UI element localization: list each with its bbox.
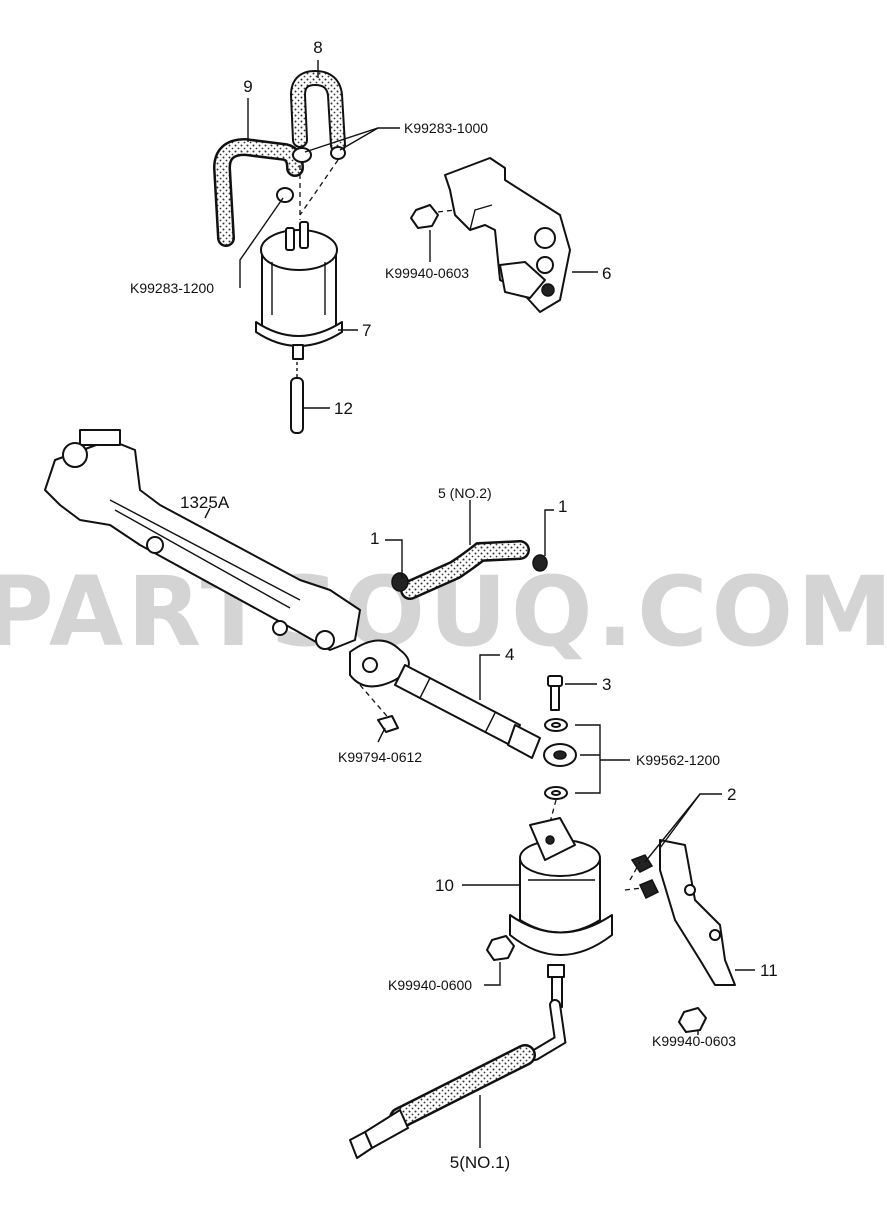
- label-part-3: 3: [602, 675, 611, 694]
- part-1325a-fuel-rail: [44, 429, 361, 651]
- label-part-5-no2: 5 (NO.2): [438, 485, 492, 501]
- washer: [544, 718, 568, 800]
- label-code-k99283-1000: K99283-1000: [404, 120, 488, 136]
- label-part-6: 6: [602, 264, 611, 283]
- part-3-bolt: [547, 675, 563, 711]
- part-11-bracket: [659, 839, 736, 986]
- label-code-k99794-0612: K99794-0612: [338, 749, 422, 765]
- part-12-pipe: [290, 362, 304, 434]
- label-code-k99940-0603-top: K99940-0603: [385, 265, 469, 281]
- nut: [678, 1007, 707, 1033]
- part-10-fuel-filter: [509, 817, 613, 1008]
- hose-clamp: [276, 146, 346, 203]
- label-code-k99940-0600: K99940-0600: [388, 977, 472, 993]
- part-4-pipe: [394, 664, 541, 759]
- part-6-bracket: [444, 157, 571, 313]
- part-5-no2-hose: [400, 540, 530, 600]
- label-part-1325a: 1325A: [180, 493, 230, 512]
- leader-lines: [204, 60, 755, 1148]
- part-7-canister: [255, 221, 343, 360]
- label-part-1-left: 1: [370, 529, 379, 548]
- label-part-11: 11: [760, 961, 778, 980]
- label-code-k99562-1200: K99562-1200: [636, 752, 720, 768]
- nut: [486, 935, 515, 961]
- banjo-fitting: [543, 743, 577, 767]
- label-part-7: 7: [362, 321, 371, 340]
- label-part-10: 10: [435, 876, 454, 895]
- hose-clamp: [391, 554, 548, 592]
- label-code-k99283-1200: K99283-1200: [130, 280, 214, 296]
- screw: [377, 715, 399, 733]
- label-part-5-no1: 5(NO.1): [450, 1153, 510, 1172]
- label-part-4: 4: [505, 645, 514, 664]
- part-8-hose: [289, 69, 346, 153]
- part-5-no1-hose: [349, 999, 567, 1159]
- label-code-k99940-0603-bottom: K99940-0603: [652, 1033, 736, 1049]
- part-2-stud: [630, 854, 660, 900]
- label-part-1-right: 1: [558, 497, 567, 516]
- part-9-hose: [212, 137, 304, 247]
- label-part-8: 8: [313, 38, 322, 57]
- label-part-12: 12: [334, 399, 353, 418]
- label-part-9: 9: [243, 77, 252, 96]
- label-part-2: 2: [727, 785, 736, 804]
- nut: [410, 204, 439, 229]
